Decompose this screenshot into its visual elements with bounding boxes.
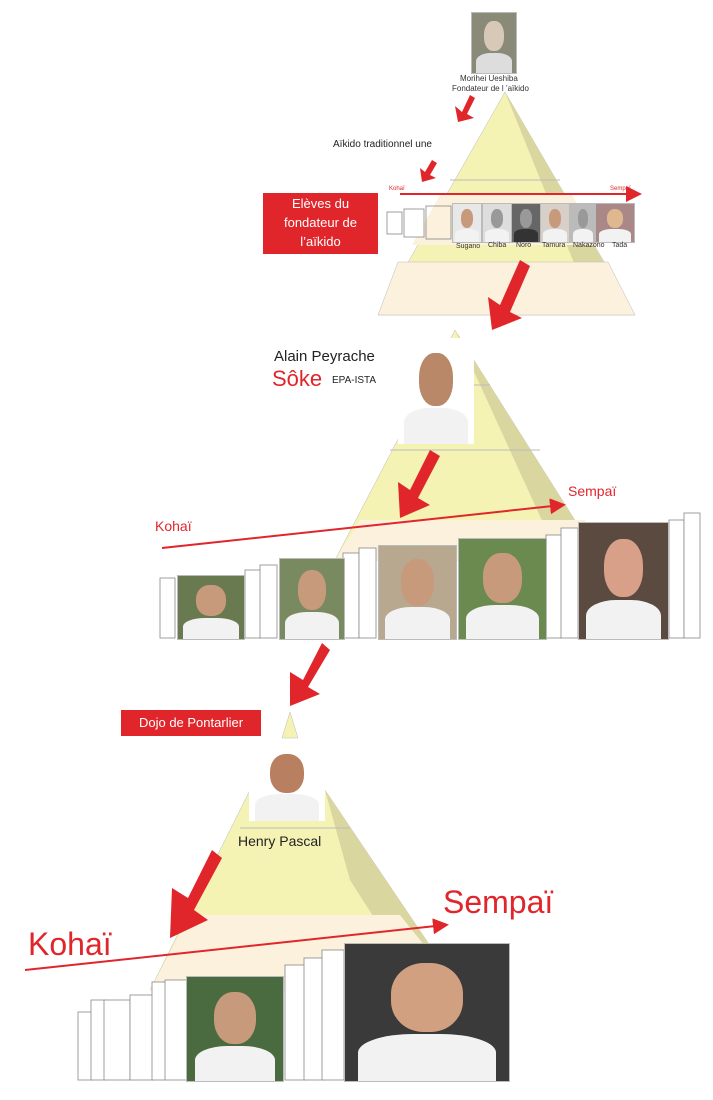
teacher-photo-2: [279, 558, 345, 640]
teacher-photo-4: [458, 538, 547, 640]
student-photo-bottom-1: [186, 976, 284, 1082]
pascal-photo: [249, 743, 325, 821]
sempai-label-top: Sempaï: [610, 186, 631, 192]
ueshiba-photo: [471, 12, 517, 74]
student-name: Sugano: [456, 243, 481, 250]
student-photo-chiba: [482, 203, 512, 243]
teacher-photo-1: [177, 575, 245, 640]
founder-name: Morihei Ueshiba: [460, 74, 518, 83]
soke-org: EPA-ISTA: [332, 375, 377, 386]
student-photo-bottom-2: [344, 943, 510, 1082]
student-name: Tada: [612, 242, 628, 249]
student-name: Tamura: [542, 242, 566, 249]
student-photo-tada: [595, 203, 635, 243]
kohai-label-top: Kohaï: [389, 186, 405, 192]
teacher-photo-3: [378, 545, 457, 640]
student-photo-nakazono: [570, 203, 596, 243]
kohai-label-middle: Kohaï: [155, 518, 192, 534]
soke-name: Alain Peyrache: [274, 348, 375, 365]
student-name: Chiba: [488, 242, 507, 249]
student-name: Noro: [516, 242, 532, 249]
sempai-label-middle: Sempaï: [568, 483, 617, 499]
student-name: Nakazono: [573, 242, 605, 249]
student-photo-noro: [511, 203, 541, 243]
students-box: Elèves du fondateur de l’aïkido: [263, 193, 378, 254]
student-photo-sugano: [452, 203, 482, 243]
teacher-photo-5: [578, 522, 669, 640]
kohai-label-bottom: Kohaï: [28, 926, 112, 962]
soke-title: Sôke: [272, 366, 323, 391]
tradition-label: Aïkido traditionnel une: [333, 139, 432, 150]
founder-subtitle: Fondateur de l ’aïkido: [452, 84, 529, 93]
dojo-box: Dojo de Pontarlier: [121, 710, 261, 736]
student-photo-tamura: [540, 203, 570, 243]
peyrache-photo: [398, 338, 474, 444]
dojo-teacher-name: Henry Pascal: [238, 833, 322, 849]
sempai-label-bottom: Sempaï: [443, 884, 554, 920]
